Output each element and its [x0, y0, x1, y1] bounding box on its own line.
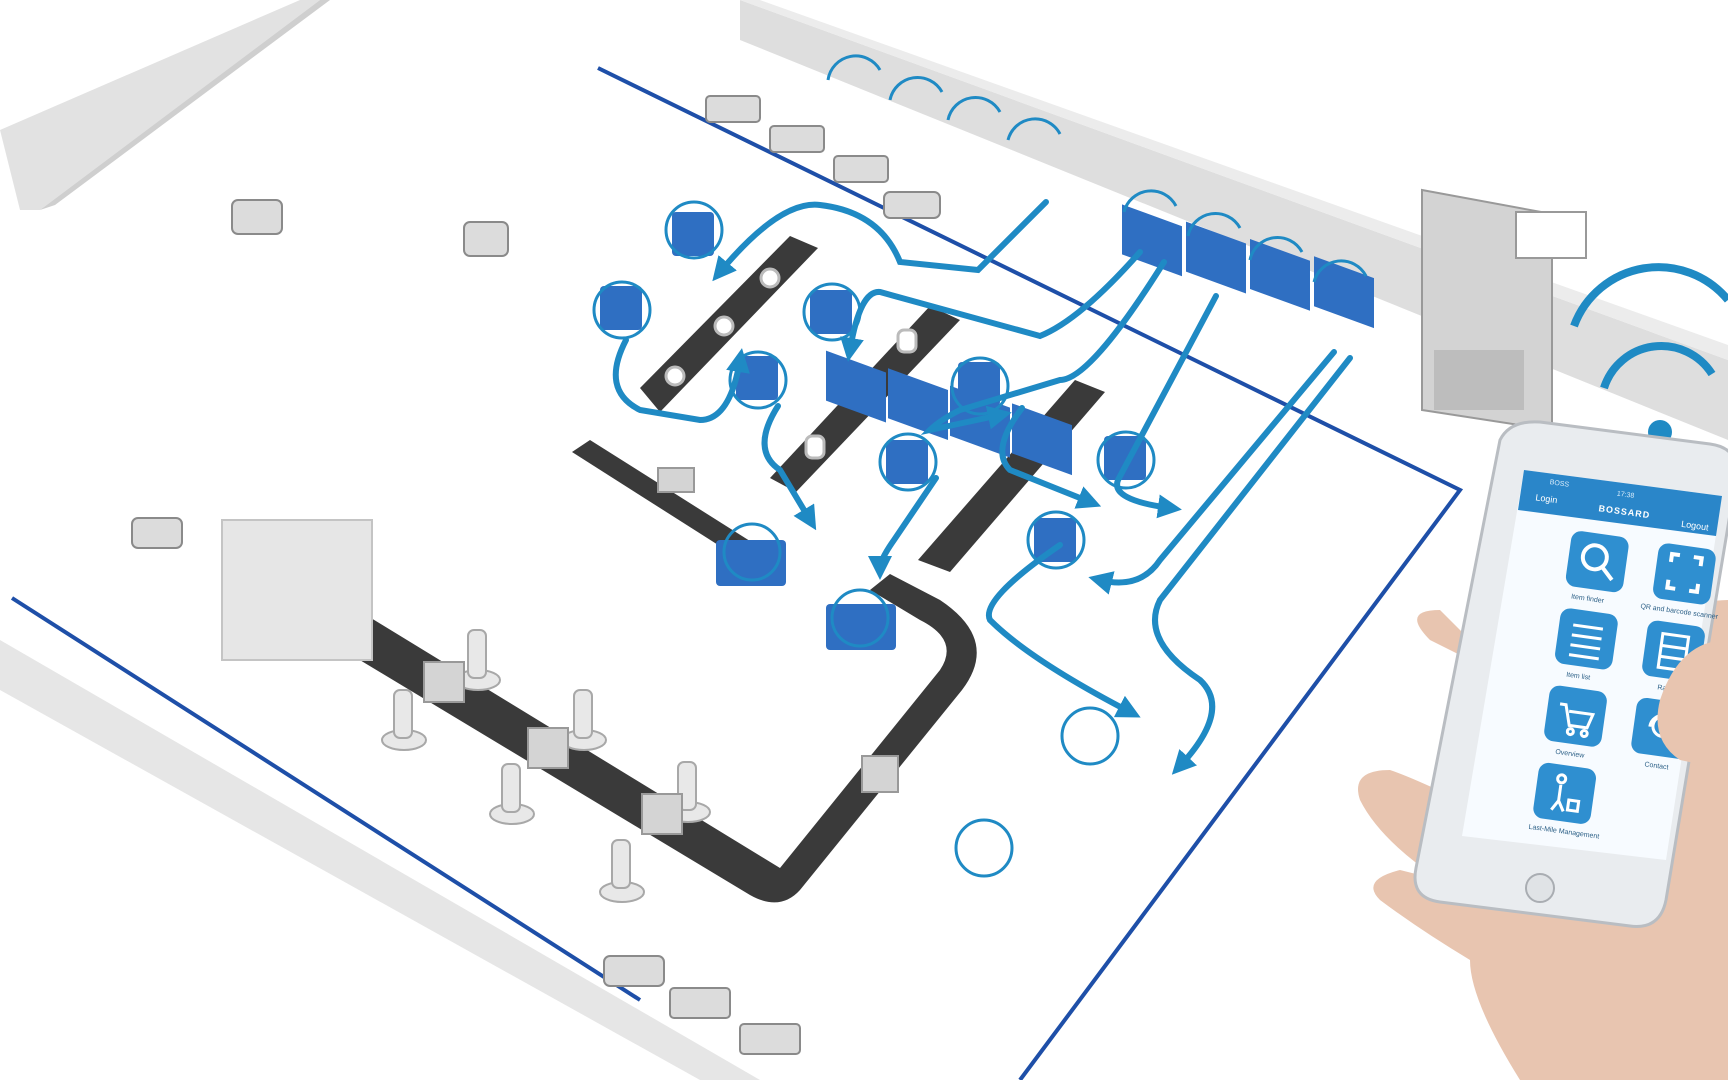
back-button[interactable]: Login	[1535, 492, 1558, 505]
logout-button[interactable]: Logout	[1681, 519, 1710, 533]
material-flow-arrows	[612, 199, 1353, 775]
tile-label: Item finder	[1571, 593, 1605, 605]
tile-label: Contact	[1644, 761, 1669, 771]
home-button	[1525, 873, 1555, 903]
wall-rack-scan-arcs	[826, 54, 1368, 283]
scan-frame-icon	[1665, 551, 1705, 595]
app-header-bar	[1518, 470, 1722, 536]
tile-label: Overview	[1555, 749, 1586, 760]
delivery-person-icon	[1550, 773, 1581, 814]
magnifier-icon	[1580, 543, 1614, 582]
thumb	[1657, 640, 1728, 770]
tile-item-list[interactable]: Item list	[1552, 607, 1619, 684]
rack-icon	[1656, 631, 1691, 673]
kiosk-terminal	[1421, 188, 1587, 432]
status-carrier: BOSS	[1549, 479, 1570, 489]
machine-enclosure	[221, 519, 373, 661]
tile-label: Item list	[1566, 671, 1591, 681]
tile-overview[interactable]: Overview	[1541, 684, 1608, 761]
list-icon	[1568, 623, 1604, 661]
agv-vehicles	[131, 95, 941, 1055]
inspection-boxes	[423, 467, 899, 835]
cart-icon	[1559, 702, 1596, 739]
tile-item-finder[interactable]: Item finder	[1563, 530, 1630, 607]
status-time: 17:38	[1616, 491, 1634, 500]
floor-racks	[592, 200, 1156, 878]
main-conveyor	[310, 574, 977, 903]
